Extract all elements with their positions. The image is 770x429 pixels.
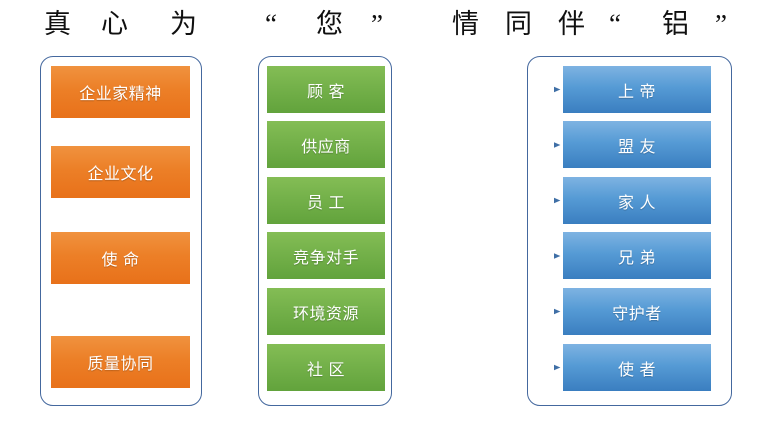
values-panel-outline: [40, 56, 202, 406]
role-node-brother[interactable]: 兄 弟: [563, 232, 711, 279]
title-close-quote-1: ”: [371, 9, 383, 39]
title-open-quote-1: “: [265, 9, 277, 39]
title-open-quote-2: “: [609, 9, 621, 39]
title-char-3: 为: [170, 9, 197, 39]
title-char-8: 铝: [662, 9, 689, 39]
page-title: 真 心 为 “ 您 ” 情 同 伴 “ 铝 ”: [0, 4, 770, 48]
title-char-6: 同: [505, 9, 532, 39]
value-node-mission[interactable]: 使 命: [51, 232, 190, 284]
title-char-4: 您: [316, 9, 343, 39]
stakeholder-node-environment[interactable]: 环境资源: [267, 288, 385, 335]
role-node-envoy[interactable]: 使 者: [563, 344, 711, 391]
stakeholder-node-employee[interactable]: 员 工: [267, 177, 385, 224]
stakeholders-panel-outline: [258, 56, 392, 406]
title-char-5: 情: [452, 9, 479, 39]
stakeholder-node-competitor[interactable]: 竞争对手: [267, 232, 385, 279]
role-node-ally[interactable]: 盟 友: [563, 121, 711, 168]
title-close-quote-2: ”: [715, 9, 727, 39]
value-node-quality-synergy[interactable]: 质量协同: [51, 336, 190, 388]
stakeholder-node-supplier[interactable]: 供应商: [267, 121, 385, 168]
stakeholder-node-customer[interactable]: 顾 客: [267, 66, 385, 113]
value-node-entrepreneurship[interactable]: 企业家精神: [51, 66, 190, 118]
role-node-guardian[interactable]: 守护者: [563, 288, 711, 335]
title-char-2: 心: [101, 9, 128, 39]
title-char-7: 伴: [558, 9, 585, 39]
role-node-god[interactable]: 上 帝: [563, 66, 711, 113]
stakeholder-node-community[interactable]: 社 区: [267, 344, 385, 391]
value-node-corporate-culture[interactable]: 企业文化: [51, 146, 190, 198]
roles-panel-outline: [527, 56, 732, 406]
title-char-1: 真: [44, 9, 71, 39]
role-node-family[interactable]: 家 人: [563, 177, 711, 224]
